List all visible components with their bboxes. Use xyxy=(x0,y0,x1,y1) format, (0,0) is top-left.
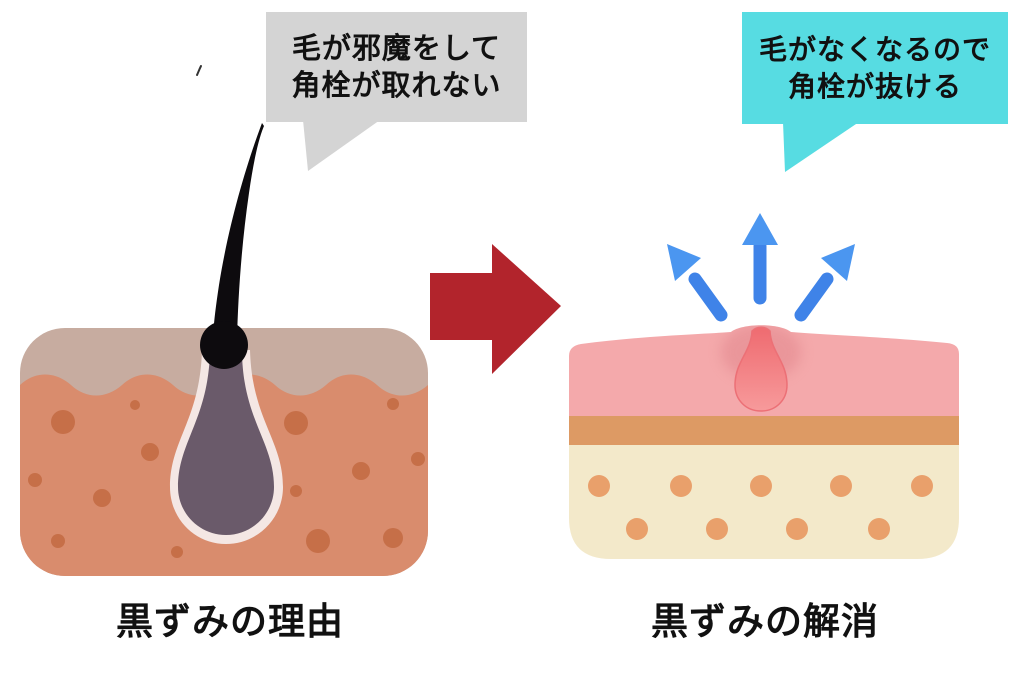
left-bubble-tail xyxy=(303,120,380,171)
hair-icon xyxy=(213,123,264,340)
hair-speck xyxy=(196,65,202,76)
up-arrow-center-icon xyxy=(742,213,778,305)
right-subcutis-layer xyxy=(569,444,959,559)
left-caption: 黒ずみの理由 xyxy=(116,600,344,643)
right-bubble-tail xyxy=(783,122,859,172)
sebum-plug-drop xyxy=(734,326,788,412)
right-dermis-layer xyxy=(569,414,959,445)
right-bubble-line-1: 毛がなくなるので xyxy=(758,33,991,66)
right-bubble-line-2: 角栓が抜ける xyxy=(787,70,962,103)
right-subcutis-dots xyxy=(588,475,933,540)
left-dermis-dots xyxy=(28,398,425,558)
hair-blocking-speech-bubble: 毛が邪魔をして 角栓が取れない xyxy=(266,12,527,122)
transition-arrow-icon xyxy=(430,244,561,374)
left-bubble-line-2: 角栓が取れない xyxy=(291,68,502,102)
left-bubble-line-1: 毛が邪魔をして xyxy=(291,31,502,65)
up-arrow-right-icon xyxy=(794,244,855,322)
right-skin-cross-section xyxy=(569,325,959,559)
plug-released-speech-bubble: 毛がなくなるので 角栓が抜ける xyxy=(742,12,1008,124)
left-skin-cross-section xyxy=(20,65,428,576)
hair-bulb xyxy=(200,321,248,369)
right-caption: 黒ずみの解消 xyxy=(651,600,879,643)
keratin-plug-dark xyxy=(178,352,274,535)
up-arrow-left-icon xyxy=(667,244,728,322)
release-arrows-icon xyxy=(667,213,855,322)
